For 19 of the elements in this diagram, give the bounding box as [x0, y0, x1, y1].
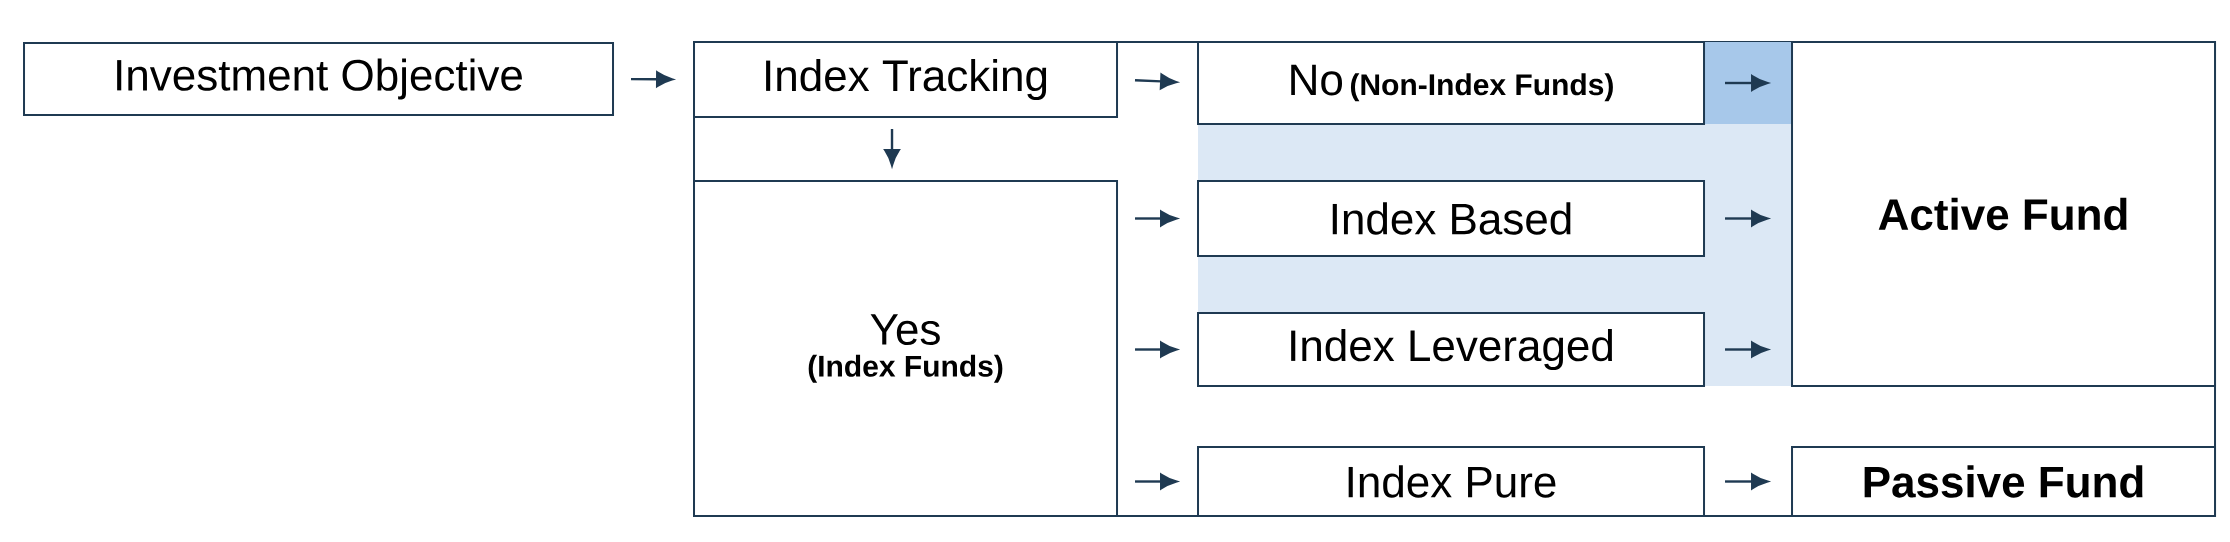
- process-box: Passive Fund: [1791, 446, 2216, 517]
- process-box: Index Based: [1197, 180, 1705, 257]
- process-box: Yes (Index Funds): [693, 180, 1118, 517]
- arrow: [1725, 75, 1769, 91]
- arrow: [1725, 341, 1769, 358]
- process-box: Index Tracking: [693, 41, 1118, 118]
- process-box: Active Fund: [1791, 41, 2216, 387]
- process-box: Investment Objective: [23, 42, 614, 116]
- arrow: [1135, 210, 1178, 227]
- process-box: No (Non-Index Funds): [1197, 41, 1705, 125]
- arrow: [1725, 473, 1769, 490]
- process-box: Index Pure: [1197, 446, 1705, 517]
- arrow: [1135, 341, 1178, 358]
- arrow: [1134, 73, 1178, 90]
- arrow: [631, 71, 674, 88]
- arrow: [884, 129, 900, 167]
- arrow: [1135, 473, 1178, 490]
- arrow: [1725, 210, 1769, 227]
- process-box: Index Leveraged: [1197, 312, 1705, 387]
